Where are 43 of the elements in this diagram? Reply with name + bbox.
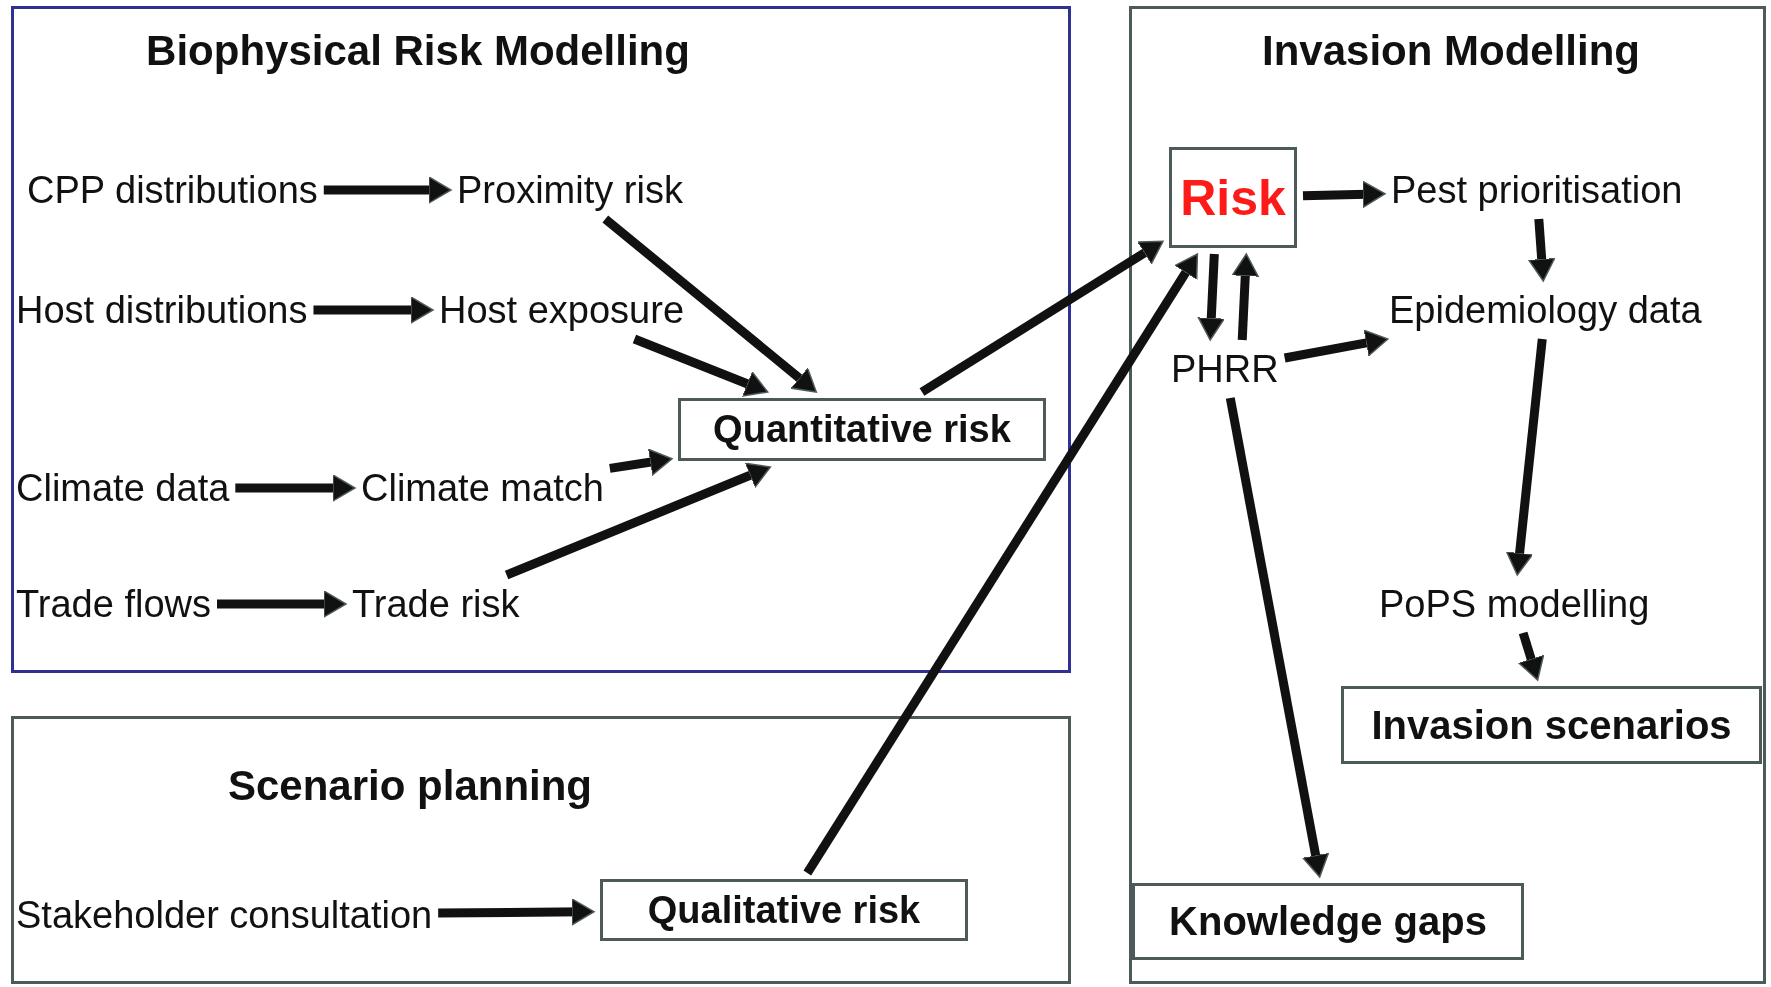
arrow [504, 462, 772, 580]
panel-heading: Invasion Modelling [1262, 27, 1640, 75]
arrow [1302, 180, 1386, 209]
arrow [313, 296, 434, 324]
panel-frame [1129, 6, 1766, 984]
arrow [1197, 253, 1225, 341]
result-box: Quantitative risk [678, 398, 1046, 461]
panel-heading: Biophysical Risk Modelling [146, 27, 690, 75]
step-label: Trade flows [16, 581, 211, 627]
step-label: Stakeholder consultation [16, 892, 433, 938]
step-label: Climate data [16, 465, 230, 511]
arrow [1225, 397, 1330, 878]
arrow [1517, 631, 1545, 681]
step-label: Trade risk [352, 581, 520, 627]
step-label: Climate match [361, 465, 604, 511]
arrow [323, 176, 452, 204]
result-box: Risk [1169, 147, 1297, 248]
arrow [1527, 218, 1556, 282]
step-label: Host distributions [16, 287, 308, 333]
arrow [609, 448, 673, 476]
arrow [602, 215, 817, 393]
step-label: Host exposure [439, 287, 684, 333]
result-box: Invasion scenarios [1341, 686, 1762, 764]
step-label: Proximity risk [457, 167, 683, 213]
arrow [1505, 338, 1547, 576]
arrow [632, 334, 769, 397]
arrow [919, 240, 1164, 396]
arrow [1283, 329, 1389, 363]
step-label: Epidemiology data [1389, 287, 1702, 333]
arrow [438, 898, 595, 926]
arrow [235, 474, 356, 502]
step-label: CPP distributions [27, 167, 318, 213]
result-box: Qualitative risk [600, 879, 968, 941]
panel-heading: Scenario planning [227, 762, 593, 810]
step-label: PoPS modelling [1379, 581, 1650, 627]
step-label: Pest prioritisation [1391, 167, 1683, 213]
step-label: PHRR [1171, 346, 1279, 392]
arrow [803, 253, 1199, 876]
arrow [1231, 253, 1259, 341]
arrow [217, 590, 347, 618]
panel-frame [11, 6, 1071, 673]
result-box: Knowledge gaps [1132, 883, 1524, 960]
panel-frame [11, 716, 1071, 984]
